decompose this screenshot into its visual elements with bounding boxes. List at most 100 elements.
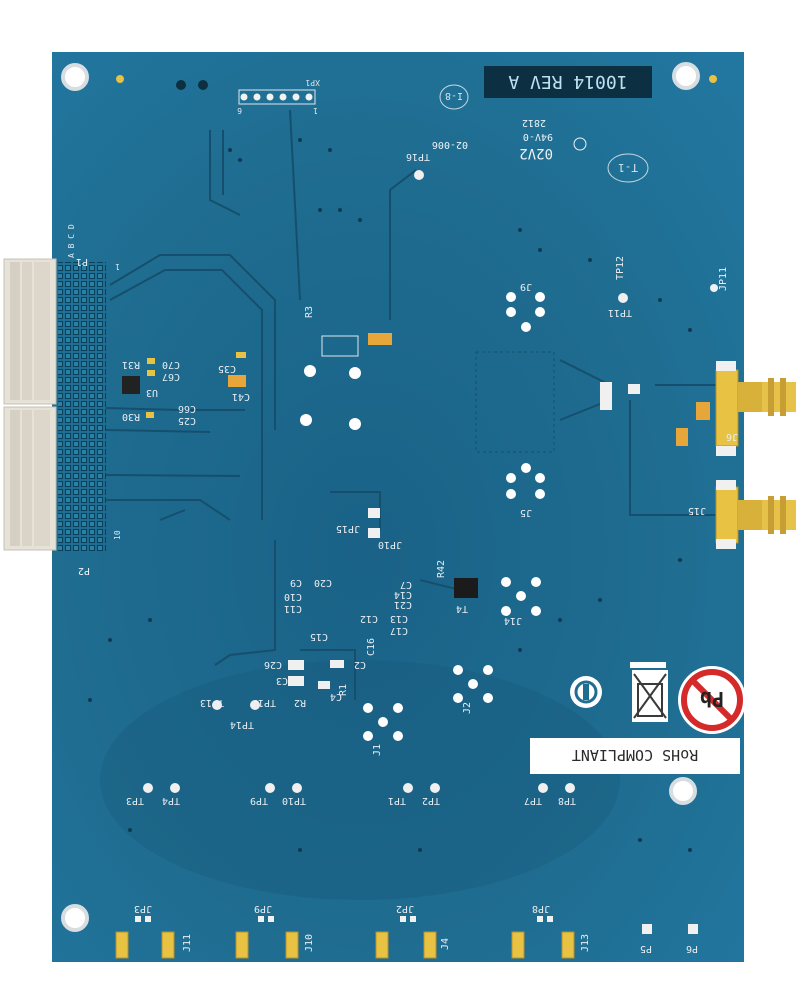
tp11-label: TP11 xyxy=(608,307,632,318)
via-field xyxy=(88,138,692,852)
c2-label: C2 xyxy=(354,659,366,670)
tp9-label: TP9 xyxy=(250,795,268,806)
tp8-label: TP8 xyxy=(558,795,576,806)
jp11-label: JP11 xyxy=(718,267,729,291)
tp2-label: TP2 xyxy=(422,795,440,806)
tantalum-cap-center xyxy=(368,333,392,345)
j1-label: J1 xyxy=(372,744,383,756)
p5-label: P5 xyxy=(640,943,652,954)
smd-group-mid xyxy=(321,335,359,357)
r31-label: R31 xyxy=(122,359,140,370)
tp10-label: TP10 xyxy=(282,795,306,806)
tp3-label: TP3 xyxy=(126,795,144,806)
c9-label: C9 xyxy=(290,577,302,588)
r30-part xyxy=(146,412,154,418)
svg-text:T-1: T-1 xyxy=(618,161,638,174)
jp9-label: JP9 xyxy=(254,903,272,914)
p2-label: P2 xyxy=(78,565,90,576)
rev-label: 10014 REV A xyxy=(508,71,627,92)
j5-vias xyxy=(506,463,545,499)
rf-pad-1 xyxy=(600,382,612,410)
bottom-testpoints xyxy=(143,170,718,793)
via-large-1 xyxy=(304,365,316,377)
c41-tantalum xyxy=(228,375,246,387)
p2-pin-label: 10 xyxy=(113,530,122,540)
rohs-label: RoHS COMPLIANT xyxy=(572,746,698,764)
c3-label: C3 xyxy=(276,675,288,686)
c67-label: C67 xyxy=(162,371,180,382)
r1-label: R1 xyxy=(338,684,349,696)
tp12-label: TP12 xyxy=(615,256,626,280)
c47-tantalum xyxy=(696,402,710,420)
u3-chip xyxy=(122,376,140,394)
j11-label: J11 xyxy=(182,934,193,952)
c14-label: C14 xyxy=(394,589,412,600)
via-large-2 xyxy=(349,367,361,379)
c10-label: C10 xyxy=(284,591,302,602)
j4-label: J4 xyxy=(440,938,451,950)
stamp-i8: I-8 xyxy=(439,84,469,110)
c15-label: C15 xyxy=(310,631,328,642)
rf-pad-2 xyxy=(628,384,640,394)
svg-text:I-8: I-8 xyxy=(445,90,463,101)
xp1-pin-b-label: 6 xyxy=(237,106,242,115)
lot-code: 2812 xyxy=(522,117,546,128)
c3-part xyxy=(288,676,304,686)
via-large-3 xyxy=(300,414,312,426)
j13-label: J13 xyxy=(580,934,591,952)
j15-label: J15 xyxy=(688,505,706,516)
silkscreen-labels: TP16 TP12 TP11 JP11 J9 J5 J6 J15 JP15 JP… xyxy=(122,151,738,954)
p2-connector xyxy=(3,406,57,551)
r3-label: R3 xyxy=(304,306,315,318)
p1-connector xyxy=(3,258,57,405)
jp15-label: JP15 xyxy=(336,523,360,534)
tp13-label: TP13 xyxy=(200,697,224,708)
p1-label: P1 xyxy=(76,256,88,267)
c70-part xyxy=(147,358,155,364)
rev-label-block xyxy=(484,66,652,98)
j9-vias xyxy=(506,292,545,332)
j1-vias xyxy=(363,703,403,741)
board-shading xyxy=(100,660,620,900)
c11-label: C11 xyxy=(284,603,302,614)
svg-text:Pb: Pb xyxy=(700,687,724,711)
c17-label: C17 xyxy=(390,625,408,636)
j5-label: J5 xyxy=(520,507,532,518)
c41-label: C41 xyxy=(232,391,250,402)
c20-label: C20 xyxy=(314,577,332,588)
c66-label: C66 xyxy=(178,403,196,414)
tp7-label: TP7 xyxy=(524,795,542,806)
j15-sma-connector xyxy=(715,480,796,549)
c21-label: C21 xyxy=(394,599,412,610)
jp10-part xyxy=(368,528,380,538)
connector-pin-field xyxy=(58,262,106,552)
xp1-header xyxy=(238,89,316,105)
jp3-label: JP3 xyxy=(134,903,152,914)
j14-label: J14 xyxy=(504,615,522,626)
date-code: 02V2 xyxy=(519,145,553,161)
u3-label: U3 xyxy=(146,387,158,398)
jp10-label: JP10 xyxy=(378,539,402,550)
xp1-pin-a-label: 1 xyxy=(313,106,318,115)
tp1-label: TP1 xyxy=(388,795,406,806)
c35-part xyxy=(236,352,246,358)
j9-label: J9 xyxy=(520,281,532,292)
c16-label: C16 xyxy=(366,638,377,656)
c26-part xyxy=(288,660,304,670)
c45-tantalum xyxy=(676,428,688,446)
bottom-gold-pads xyxy=(115,931,575,959)
tp16-label: TP16 xyxy=(406,151,430,162)
r42-label: R42 xyxy=(436,560,447,578)
jp8-label: JP8 xyxy=(532,903,550,914)
top-vias xyxy=(116,75,717,90)
j6-sma-connector xyxy=(715,361,796,456)
j10-label: J10 xyxy=(304,934,315,952)
c12-label: C12 xyxy=(360,613,378,624)
p1-pin-label: 1 xyxy=(115,262,120,271)
rf-components-column xyxy=(475,351,555,453)
via-large-4 xyxy=(349,418,361,430)
t4-label: T4 xyxy=(456,603,468,614)
c2-part xyxy=(330,660,344,668)
fab-code: 02-006 xyxy=(432,139,468,150)
j6-label: J6 xyxy=(726,431,738,442)
